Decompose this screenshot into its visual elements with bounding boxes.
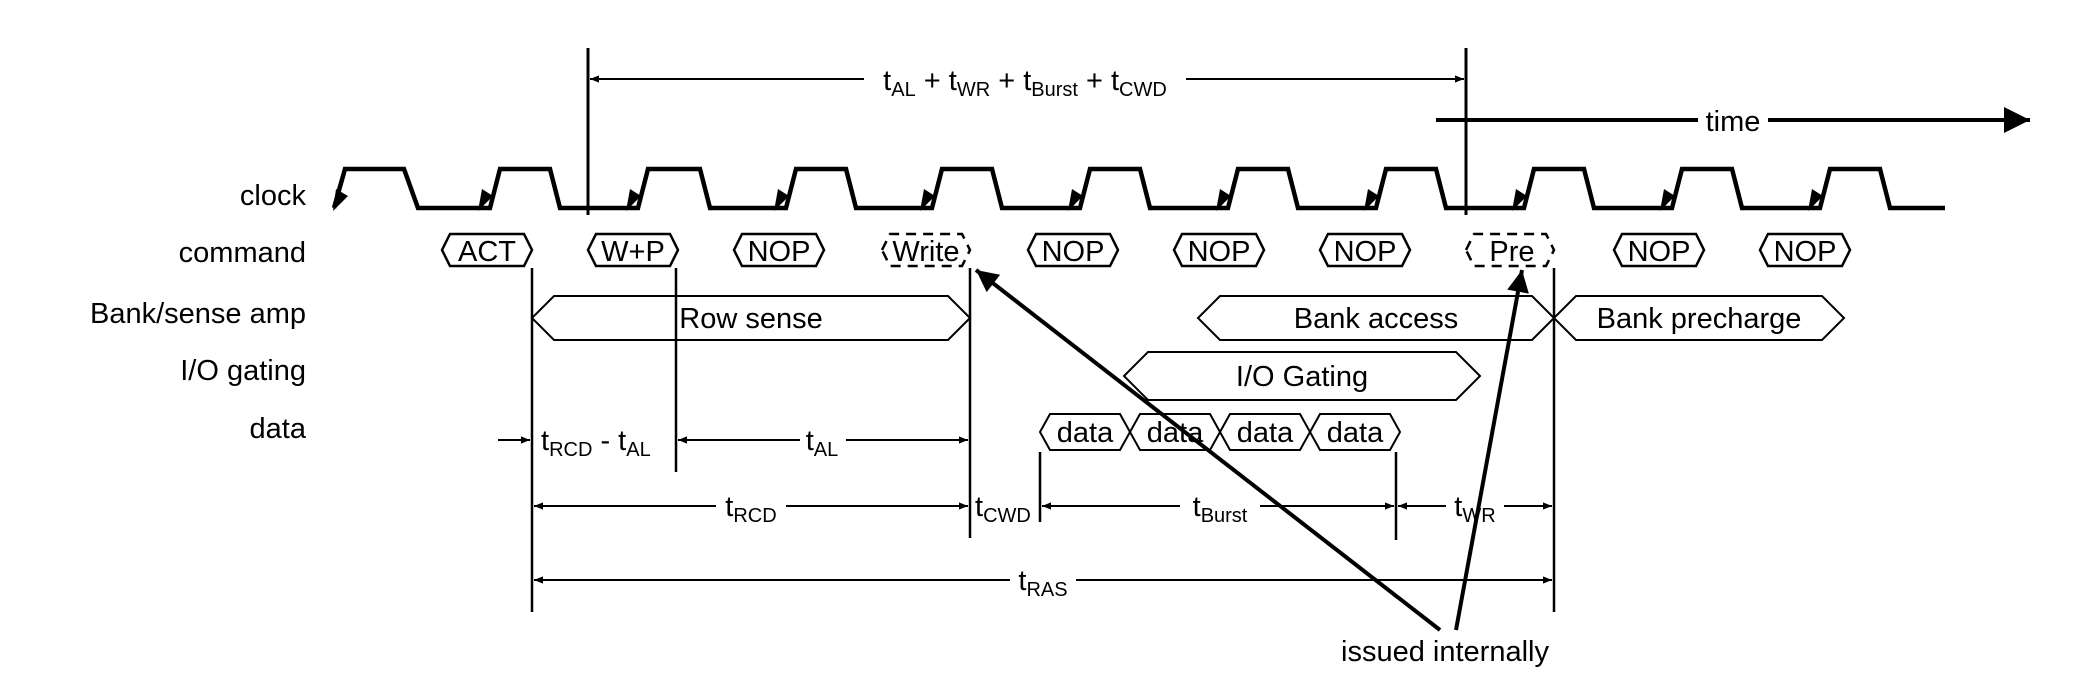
- command-box-nop: NOP: [1758, 232, 1852, 268]
- row-label-data: data: [250, 413, 307, 445]
- timing-label-trcd-minus-tal: tRCD - tAL: [541, 425, 651, 461]
- timing-tcwd: tCWD: [975, 491, 1031, 527]
- arrow-to-internal-precharge: [1454, 269, 1529, 631]
- command-label: NOP: [1774, 236, 1837, 268]
- timing-trcd: tRCD: [534, 491, 968, 527]
- timing-part: t: [975, 491, 983, 523]
- timing-subscript: RCD: [733, 505, 776, 527]
- timing-part: - t: [592, 425, 626, 457]
- command-label: W+P: [601, 236, 665, 268]
- phase-bank-precharge: Bank precharge: [1552, 295, 1846, 341]
- data-beat: data: [1038, 413, 1132, 451]
- timing-part: + t: [916, 65, 957, 97]
- timing-subscript: AL: [626, 439, 650, 461]
- data-beat-label: data: [1237, 417, 1294, 449]
- data-beat-label: data: [1057, 417, 1114, 449]
- row-label-io-gating: I/O gating: [180, 355, 306, 387]
- time-label: time: [1706, 106, 1761, 138]
- timing-total-write-span: tAL + tWR + tBurst + tCWD: [590, 65, 1464, 101]
- timing-part: t: [541, 425, 549, 457]
- annotation-issued-internally: issued internally: [1341, 636, 1549, 668]
- timing-label-tburst: tBurst: [1193, 491, 1248, 527]
- command-label: NOP: [1334, 236, 1397, 268]
- phase-row-sense: Row sense: [530, 295, 972, 341]
- timing-tras: tRAS: [534, 565, 1552, 601]
- time-axis-arrow: time: [1436, 106, 2030, 138]
- command-box-act: ACT: [440, 232, 534, 268]
- command-box-nop: NOP: [732, 232, 826, 268]
- reference-lines: [530, 48, 1556, 612]
- timing-trcd-minus-tal: tRCD - tAL: [498, 425, 651, 461]
- timing-subscript: AL: [814, 439, 838, 461]
- timing-label-tras: tRAS: [1018, 565, 1067, 601]
- data-row: data data data data: [1038, 413, 1402, 451]
- timing-part: t: [806, 425, 814, 457]
- command-box-precharge-internal: Pre: [1464, 232, 1556, 268]
- phase-label: Row sense: [679, 303, 822, 335]
- command-label: NOP: [1628, 236, 1691, 268]
- command-label: NOP: [748, 236, 811, 268]
- command-box-nop: NOP: [1026, 232, 1120, 268]
- timing-part: + t: [1078, 65, 1119, 97]
- timing-label-twr: tWR: [1454, 491, 1495, 527]
- data-beat-label: data: [1147, 417, 1204, 449]
- command-label: ACT: [458, 236, 516, 268]
- command-label: Write: [892, 236, 959, 268]
- command-row: ACT W+P NOP Write NOP NOP NOP Pre: [440, 232, 1852, 268]
- data-beat: data: [1128, 413, 1222, 451]
- timing-subscript: Burst: [1201, 505, 1248, 527]
- arrow-to-internal-write: [974, 268, 1442, 632]
- command-box-write-internal: Write: [880, 232, 972, 268]
- timing-subscript: CWD: [983, 505, 1031, 527]
- data-beat: data: [1218, 413, 1312, 451]
- row-label-clock: clock: [240, 180, 307, 212]
- timing-part: t: [725, 491, 733, 523]
- timing-subscript: RAS: [1026, 579, 1067, 601]
- issued-internally-annotation: issued internally: [974, 268, 1549, 668]
- timing-label-total: tAL + tWR + tBurst + tCWD: [883, 65, 1167, 101]
- timing-tburst: tBurst: [1042, 491, 1394, 527]
- row-label-command: command: [179, 237, 306, 269]
- timing-part: + t: [990, 65, 1031, 97]
- timing-part: t: [1454, 491, 1462, 523]
- timing-subscript: AL: [891, 79, 915, 101]
- timing-subscript: CWD: [1119, 79, 1167, 101]
- timing-label-tcwd: tCWD: [975, 491, 1031, 527]
- command-label: NOP: [1188, 236, 1251, 268]
- command-box-write-with-precharge: W+P: [586, 232, 680, 268]
- command-box-nop: NOP: [1172, 232, 1266, 268]
- command-box-nop: NOP: [1318, 232, 1412, 268]
- timing-twr: tWR: [1398, 491, 1552, 527]
- timing-label-tal: tAL: [806, 425, 839, 461]
- command-box-nop: NOP: [1612, 232, 1706, 268]
- bank-sense-amp-row: Row sense Bank access Bank precharge: [530, 295, 1846, 341]
- timing-label-trcd: tRCD: [725, 491, 776, 527]
- phase-bank-access: Bank access: [1196, 295, 1556, 341]
- command-label: Pre: [1489, 236, 1534, 268]
- phase-label: I/O Gating: [1236, 361, 1368, 393]
- timing-subscript: Burst: [1031, 79, 1078, 101]
- timing-part: t: [883, 65, 891, 97]
- command-label: NOP: [1042, 236, 1105, 268]
- clock-waveform: [331, 166, 1945, 211]
- data-beat-label: data: [1327, 417, 1384, 449]
- row-label-bank-sense-amp: Bank/sense amp: [90, 298, 306, 330]
- phase-label: Bank precharge: [1597, 303, 1802, 335]
- timing-part: t: [1018, 565, 1026, 597]
- timing-subscript: WR: [1462, 505, 1495, 527]
- timing-tal: tAL: [678, 425, 968, 461]
- data-beat: data: [1308, 413, 1402, 451]
- timing-subscript: RCD: [549, 439, 592, 461]
- timing-part: t: [1193, 491, 1201, 523]
- timing-subscript: WR: [957, 79, 990, 101]
- phase-label: Bank access: [1294, 303, 1458, 335]
- phase-io-gating: I/O Gating: [1122, 351, 1482, 401]
